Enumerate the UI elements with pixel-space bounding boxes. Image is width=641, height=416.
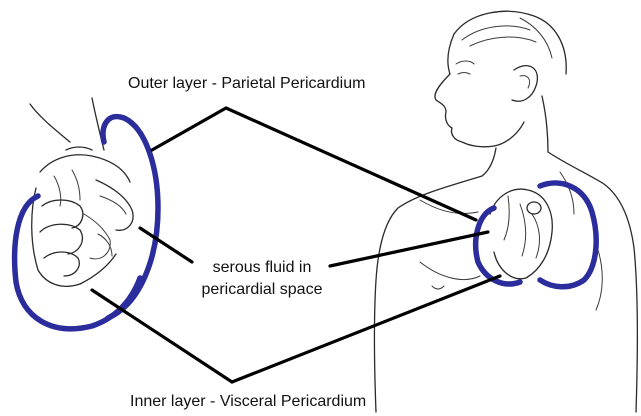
- outer-pointer-right: [226, 108, 476, 220]
- inner-layer-band-chest: [476, 208, 520, 284]
- fluid-pointer-right: [330, 232, 488, 266]
- outer-layer-band-chest: [540, 183, 596, 287]
- inner-pointer-left: [92, 290, 232, 382]
- fluid-pointer-left: [140, 228, 192, 262]
- person-illustration: [375, 11, 638, 412]
- outer-layer-band-fist: [103, 117, 158, 318]
- inner-layer-label: Inner layer - Visceral Pericardium: [130, 393, 366, 410]
- outer-layer-label: Outer layer - Parietal Pericardium: [128, 75, 365, 92]
- outer-pointer-left: [152, 108, 226, 150]
- fluid-label-line2: pericardial space: [202, 281, 323, 298]
- fluid-label-line1: serous fluid in: [213, 259, 312, 276]
- fist-illustration: [30, 98, 133, 286]
